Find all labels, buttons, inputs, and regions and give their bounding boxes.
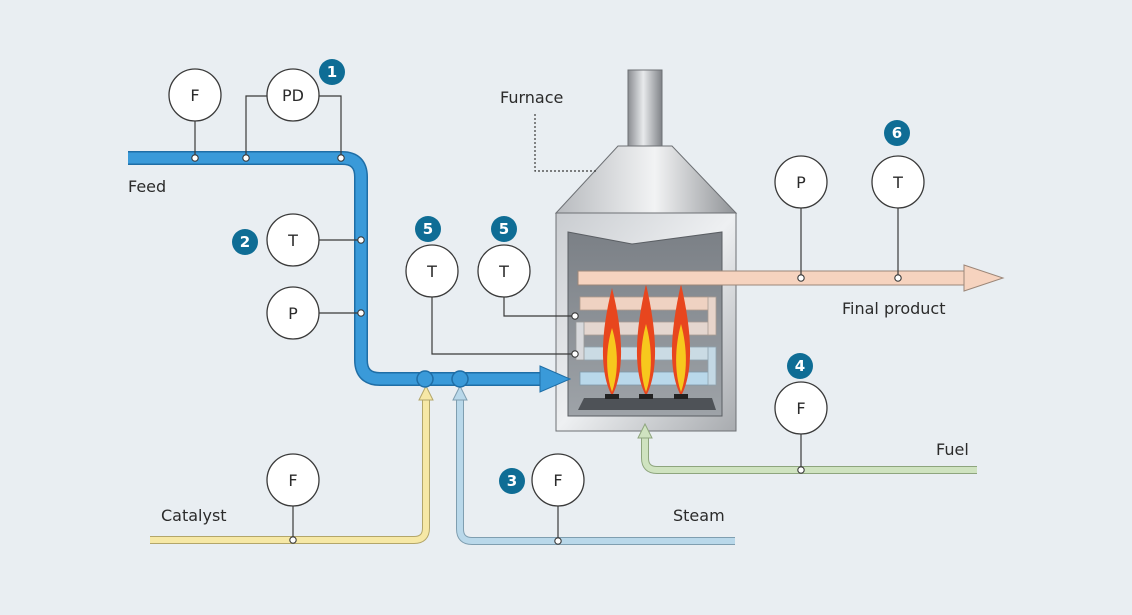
badge-number: 5 xyxy=(423,220,433,238)
instrument-feed-flow: F xyxy=(168,68,222,122)
flame-icon xyxy=(602,284,691,396)
label-final-product: Final product xyxy=(842,299,946,318)
instrument-furnace-temp-upper: T xyxy=(477,244,531,298)
instrument-label: F xyxy=(553,471,562,490)
badge-furnace-temp-upper: 5 xyxy=(491,216,517,242)
furnace-hood xyxy=(554,145,738,214)
badge-number: 3 xyxy=(507,472,517,490)
instrument-label: T xyxy=(426,262,437,281)
instrument-furnace-temp-lower: T xyxy=(405,244,459,298)
badge-number: 6 xyxy=(892,124,902,142)
badge-feed-temp: 2 xyxy=(232,229,258,255)
arrow-icon xyxy=(637,422,653,439)
burner-nozzles xyxy=(605,394,688,399)
instrument-label: PD xyxy=(282,86,304,105)
instrument-feed-pressure: P xyxy=(266,286,320,340)
badge-number: 5 xyxy=(499,220,509,238)
catalyst-pipe xyxy=(150,384,434,544)
feed-pipe xyxy=(128,151,572,393)
label-catalyst: Catalyst xyxy=(161,506,227,525)
instrument-catalyst-flow: F xyxy=(266,453,320,507)
instrument-label: P xyxy=(796,173,806,192)
furnace-hearth xyxy=(578,398,716,410)
furnace-chimney xyxy=(627,69,663,149)
instrument-product-pressure: P xyxy=(774,155,828,209)
label-steam: Steam xyxy=(673,506,725,525)
instrument-feed-temp: T xyxy=(266,213,320,267)
badge-fuel-flow: 4 xyxy=(787,353,813,379)
badge-steam-flow: 3 xyxy=(499,468,525,494)
instrument-label: F xyxy=(288,471,297,490)
badge-feed-dp: 1 xyxy=(319,59,345,85)
arrow-icon xyxy=(963,264,1005,292)
instrument-product-temp: T xyxy=(871,155,925,209)
furnace xyxy=(554,69,738,432)
label-feed: Feed xyxy=(128,177,166,196)
fuel-pipe xyxy=(637,422,977,474)
instrument-fuel-flow: F xyxy=(774,381,828,435)
instrument-label: T xyxy=(287,231,298,250)
badge-furnace-temp-lower: 5 xyxy=(415,216,441,242)
badge-number: 1 xyxy=(327,63,337,81)
injection-points xyxy=(416,370,469,388)
badge-number: 2 xyxy=(240,233,250,251)
arrow-icon xyxy=(452,384,468,401)
instrument-label: P xyxy=(288,304,298,323)
instrument-connections xyxy=(194,95,899,541)
instrument-label: F xyxy=(796,399,805,418)
label-furnace: Furnace xyxy=(500,88,563,107)
instrument-label: F xyxy=(190,86,199,105)
tap-points xyxy=(191,154,902,545)
arrow-icon xyxy=(418,384,434,401)
final-product-pipe xyxy=(577,264,1005,292)
arrow-icon xyxy=(539,365,572,393)
instrument-label: T xyxy=(892,173,903,192)
instrument-steam-flow: F xyxy=(531,453,585,507)
instrument-label: T xyxy=(498,262,509,281)
badge-product-temp: 6 xyxy=(884,120,910,146)
badge-number: 4 xyxy=(795,357,805,375)
instrument-feed-dp: PD xyxy=(266,68,320,122)
steam-pipe xyxy=(452,384,735,545)
label-fuel: Fuel xyxy=(936,440,969,459)
